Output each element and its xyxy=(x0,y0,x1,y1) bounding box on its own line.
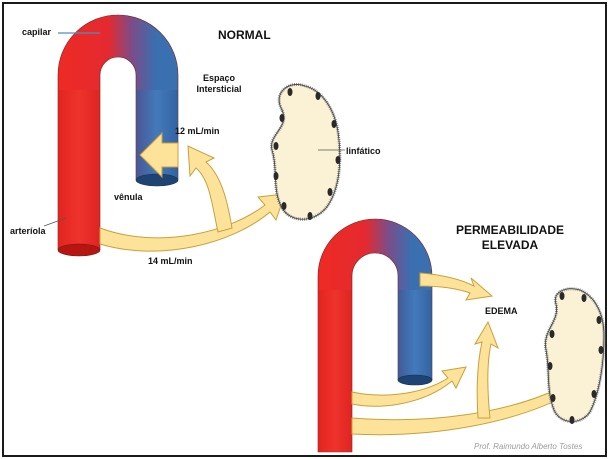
title-permeabilidade-line2: ELEVADA xyxy=(446,238,574,252)
lymphatic-vessel-bottom xyxy=(545,289,604,424)
label-espaco-line1: Espaço xyxy=(189,73,249,83)
edema-venule-opening xyxy=(398,375,432,385)
venule-opening xyxy=(136,174,178,186)
label-espaco-line2: Intersticial xyxy=(186,84,252,94)
lymphatic-vessel-top xyxy=(272,84,341,220)
label-arteriola: arteríola xyxy=(10,226,46,236)
label-venula: vênula xyxy=(114,192,143,202)
interstitial-arrow xyxy=(188,146,232,232)
arteriole-opening xyxy=(58,244,100,256)
edema-capillary xyxy=(318,219,432,452)
label-linfatico: linfático xyxy=(346,146,381,156)
filtration-arrow xyxy=(100,194,285,251)
title-permeabilidade-line1: PERMEABILIDADE xyxy=(446,223,574,237)
title-normal: NORMAL xyxy=(218,28,271,42)
label-flow-in: 12 mL/min xyxy=(175,126,220,136)
author-credit: Prof. Raimundo Alberto Tostes xyxy=(474,442,582,451)
label-flow-out: 14 mL/min xyxy=(148,256,193,266)
label-capilar: capilar xyxy=(22,27,51,37)
edema-rise-arrow xyxy=(475,322,498,418)
label-edema: EDEMA xyxy=(485,306,518,316)
